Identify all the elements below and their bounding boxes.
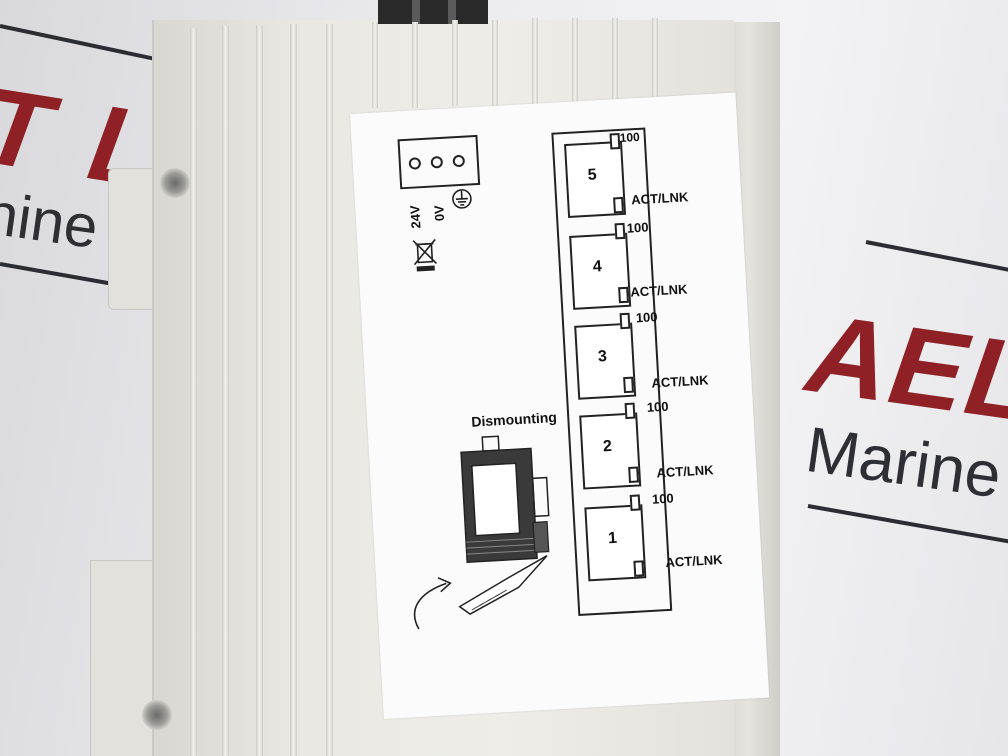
housing-rib	[290, 24, 297, 756]
led-100-port-2	[624, 402, 636, 420]
port-2-status-label: ACT/LNK	[656, 462, 714, 481]
led-act-port-5	[613, 196, 624, 214]
led-act-port-2	[628, 466, 640, 483]
port-number-2: 2	[602, 437, 613, 456]
ground-symbol-icon	[452, 189, 472, 209]
terminal-screw-icon	[430, 155, 444, 169]
port-5-speed-label: 100	[619, 129, 641, 145]
housing-top-rib	[652, 18, 658, 104]
led-act-port-1	[633, 560, 645, 577]
housing-top-rib	[452, 20, 458, 106]
led-100-port-1	[629, 494, 641, 511]
port-number-1: 1	[607, 529, 618, 548]
led-act-port-4	[618, 286, 629, 304]
port-1-speed-label: 100	[651, 490, 675, 507]
top-power-connector	[378, 0, 488, 24]
terminal-label-0v: 0V	[431, 204, 448, 222]
housing-top-rib	[612, 18, 618, 104]
port-1-status-label: ACT/LNK	[665, 551, 723, 571]
led-act-port-3	[623, 376, 634, 394]
terminal-screw-icon	[452, 154, 466, 168]
power-terminal-block-icon	[397, 134, 481, 190]
port-number-4: 4	[592, 258, 603, 276]
crossed-bin-icon	[412, 238, 438, 272]
port-2-speed-label: 100	[646, 398, 669, 415]
port-number-5: 5	[587, 166, 598, 184]
housing-top-rib	[412, 22, 418, 108]
port-4-status-label: ACT/LNK	[629, 281, 688, 300]
housing-top-rib	[372, 22, 378, 108]
port-5-status-label: ACT/LNK	[630, 189, 689, 208]
port-3-speed-label: 100	[635, 309, 658, 326]
housing-top-rib	[532, 18, 538, 104]
port-number-3: 3	[597, 348, 608, 366]
housing-rib	[190, 28, 197, 756]
terminal-screw-icon	[408, 157, 422, 170]
housing-rib	[222, 26, 229, 756]
housing-top-rib	[572, 18, 578, 104]
housing-top-rib	[492, 20, 498, 106]
mounting-hole-bottom	[142, 700, 172, 730]
mounting-hole-top	[160, 168, 190, 198]
terminal-label-24v: 24V	[407, 204, 424, 229]
led-100-port-4	[614, 222, 626, 240]
device-label: 24V 0V Dismounting	[350, 92, 770, 720]
port-3-status-label: ACT/LNK	[651, 372, 709, 391]
dismounting-diagram-icon	[413, 435, 550, 630]
housing-rib	[326, 24, 333, 756]
port-4-speed-label: 100	[626, 219, 649, 236]
housing-rib	[256, 26, 263, 756]
led-100-port-3	[619, 312, 631, 330]
